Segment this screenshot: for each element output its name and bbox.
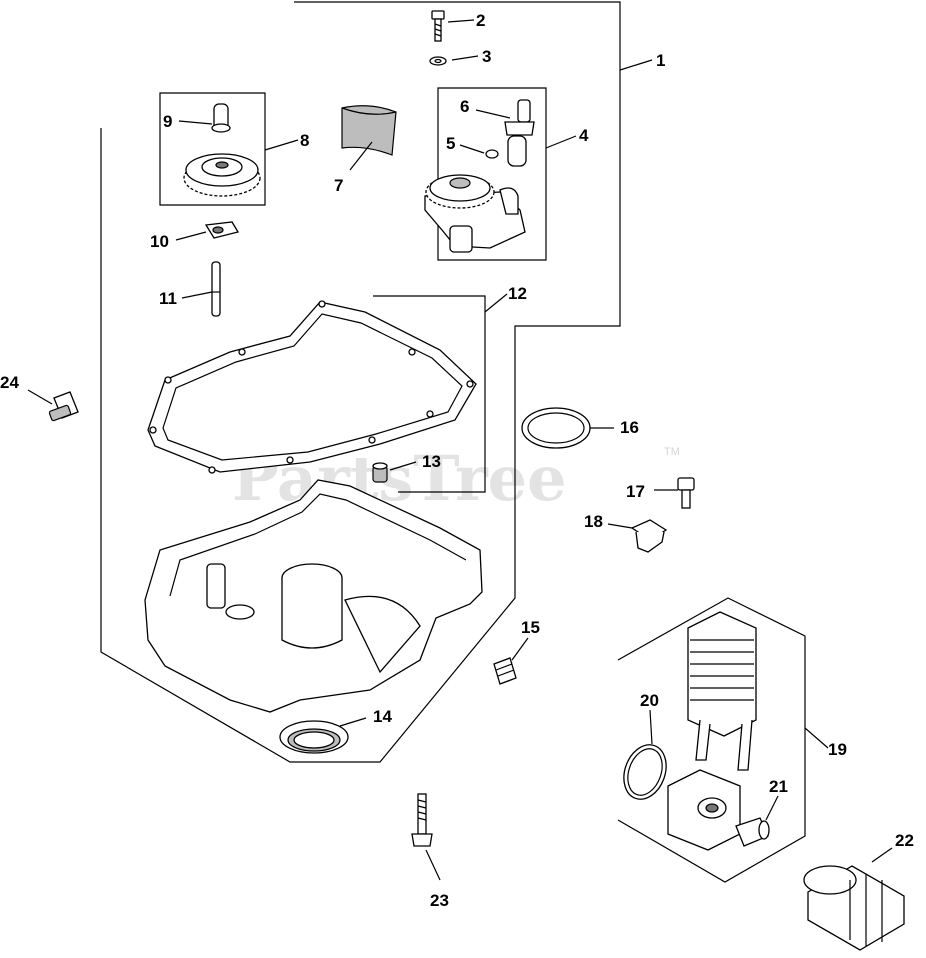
part-13-dowel[interactable] xyxy=(372,462,388,483)
callout-16[interactable]: 16 xyxy=(620,418,639,437)
callout-9[interactable]: 9 xyxy=(163,112,172,131)
callout-21[interactable]: 21 xyxy=(769,777,788,796)
group-outline-1 xyxy=(100,1,621,763)
part-8-governor-gear[interactable] xyxy=(183,153,261,197)
part-4-oil-pump[interactable] xyxy=(424,174,526,253)
callout-14[interactable]: 14 xyxy=(373,707,392,726)
callout-5[interactable]: 5 xyxy=(446,134,455,153)
part-12-gasket[interactable] xyxy=(147,300,477,474)
watermark-trademark: TM xyxy=(664,446,680,458)
callout-4[interactable]: 4 xyxy=(579,126,589,145)
callout-10[interactable]: 10 xyxy=(150,232,169,251)
group-outline-19 xyxy=(617,597,806,883)
group-outline-8 xyxy=(159,92,266,206)
part-6-pickup-tube[interactable] xyxy=(504,99,535,167)
part-3-washer[interactable] xyxy=(429,56,447,66)
callout-1[interactable]: 1 xyxy=(656,51,665,70)
part-5-o-ring[interactable] xyxy=(485,149,499,159)
part-24-plug[interactable] xyxy=(48,391,79,422)
callout-7[interactable]: 7 xyxy=(334,176,343,195)
part-7-bearing[interactable] xyxy=(341,105,397,156)
callout-8[interactable]: 8 xyxy=(300,131,309,150)
part-9-pin[interactable] xyxy=(211,103,231,133)
callout-20[interactable]: 20 xyxy=(640,691,659,710)
oil-pan-housing xyxy=(144,479,483,713)
callout-18[interactable]: 18 xyxy=(584,512,603,531)
callout-24[interactable]: 24 xyxy=(0,373,19,392)
callout-15[interactable]: 15 xyxy=(521,618,540,637)
part-10-clip[interactable] xyxy=(204,221,240,239)
callout-23[interactable]: 23 xyxy=(430,891,449,910)
group-outline-12 xyxy=(373,295,486,493)
part-20-o-ring[interactable] xyxy=(617,739,674,805)
part-22-oil-filter[interactable] xyxy=(803,865,905,951)
callout-13[interactable]: 13 xyxy=(422,452,441,471)
part-17-bolt[interactable] xyxy=(677,477,695,509)
callout-22[interactable]: 22 xyxy=(895,831,914,850)
part-16-o-ring[interactable] xyxy=(521,407,591,449)
part-19-oil-cooler[interactable] xyxy=(667,611,757,851)
part-15-fitting[interactable] xyxy=(493,657,517,685)
part-14-seal[interactable] xyxy=(279,720,349,754)
callout-6[interactable]: 6 xyxy=(460,97,469,116)
part-11-shaft[interactable] xyxy=(211,261,221,317)
part-23-bolt[interactable] xyxy=(411,793,433,847)
callout-17[interactable]: 17 xyxy=(626,482,645,501)
part-2-bolt[interactable] xyxy=(431,10,445,42)
callout-3[interactable]: 3 xyxy=(482,47,491,66)
callout-12[interactable]: 12 xyxy=(508,284,527,303)
part-21-nipple[interactable] xyxy=(735,817,770,847)
callout-19[interactable]: 19 xyxy=(828,740,847,759)
callout-2[interactable]: 2 xyxy=(476,11,485,30)
part-18-nut[interactable] xyxy=(630,519,668,553)
callout-11[interactable]: 11 xyxy=(159,289,177,308)
callout-labels: 2 3 1 6 5 4 8 9 7 10 11 12 13 16 17 18 1… xyxy=(0,11,914,910)
leader-lines xyxy=(27,19,893,881)
